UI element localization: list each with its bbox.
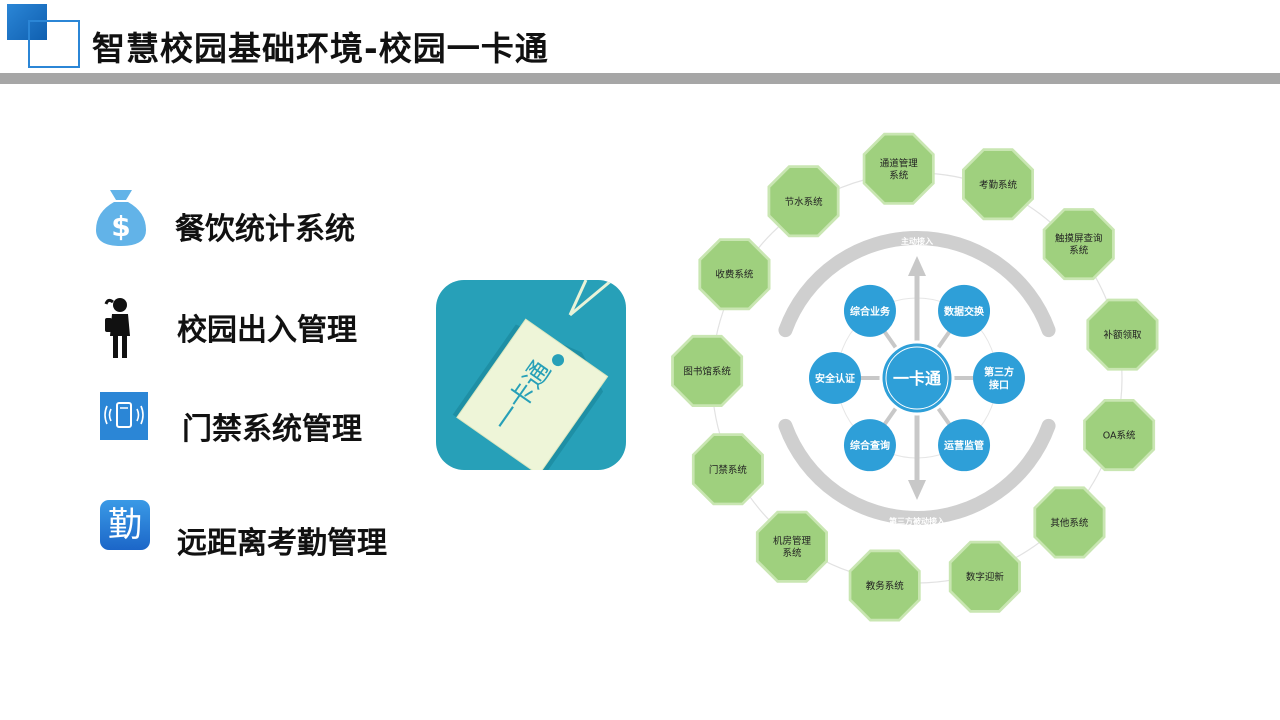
outer-node xyxy=(758,513,826,580)
center-node xyxy=(879,340,955,416)
door-access-icon xyxy=(100,392,148,444)
outer-node xyxy=(1045,210,1112,278)
money-bag-icon: $ xyxy=(92,184,150,254)
outer-node xyxy=(770,168,837,235)
inner-node-label: 数据交换 xyxy=(944,305,985,318)
inner-node xyxy=(843,419,896,472)
arrow-down-head xyxy=(908,480,926,500)
inner-node-label: 第三方 xyxy=(984,366,1014,379)
center-node-label: 一卡通 xyxy=(893,369,941,388)
outer-node xyxy=(851,552,918,619)
outer-node xyxy=(673,337,741,405)
outer-node-label: 系统 xyxy=(782,547,802,559)
page-title: 智慧校园基础环境-校园一卡通 xyxy=(92,29,549,68)
inner-node xyxy=(973,352,1025,404)
inner-node-label: 综合业务 xyxy=(850,305,891,318)
outer-node xyxy=(964,151,1032,218)
outer-node xyxy=(1089,301,1156,368)
inner-node xyxy=(938,284,991,337)
arc-label-bottom: 第三方被动接入 xyxy=(889,516,945,526)
student-icon xyxy=(100,296,140,366)
outer-node-label: 考勤系统 xyxy=(979,179,1018,191)
center-node-ring xyxy=(885,346,949,410)
inner-node xyxy=(843,284,896,337)
outer-node xyxy=(1085,401,1153,469)
attendance-icon-glyph: 勤 xyxy=(108,505,142,545)
arrow-up-head xyxy=(908,256,926,276)
outer-node xyxy=(1036,489,1103,556)
outer-node-label: 机房管理 xyxy=(773,535,812,547)
outer-node-label: 补额领取 xyxy=(1103,329,1142,341)
outer-node-label: 教务系统 xyxy=(866,580,905,592)
lower-arc xyxy=(778,418,1056,525)
title-underline-bar xyxy=(0,73,1280,84)
header-deco-square xyxy=(7,4,47,40)
outer-node-label: 节水系统 xyxy=(785,196,824,208)
outer-node xyxy=(701,241,768,308)
outer-node-label: 其他系统 xyxy=(1050,517,1089,529)
inner-node-label: 接口 xyxy=(989,379,1009,392)
header-deco-frame xyxy=(28,20,80,68)
card-tag-icon: 一卡通 xyxy=(436,280,626,470)
outer-node-label: 数字迎新 xyxy=(966,571,1005,583)
inner-node xyxy=(809,352,861,404)
outer-node-label: 触摸屏查询 xyxy=(1055,233,1103,245)
outer-node-label: 系统 xyxy=(1069,245,1089,257)
arc-label-top: 主动接入 xyxy=(901,236,933,246)
inner-node-label: 安全认证 xyxy=(815,372,855,385)
outer-node-label: 门禁系统 xyxy=(709,464,748,476)
svg-text:$: $ xyxy=(111,210,130,243)
attendance-icon: 勤 xyxy=(100,500,150,550)
feature-label-catering: 餐饮统计系统 xyxy=(175,212,355,247)
inner-node-label: 运营监管 xyxy=(944,439,984,452)
outer-node-label: 收费系统 xyxy=(715,269,754,281)
feature-label-campus-access: 校园出入管理 xyxy=(177,313,357,348)
feature-label-attendance: 远距离考勤管理 xyxy=(177,526,387,561)
outer-node xyxy=(865,135,932,203)
outer-node-label: 通道管理 xyxy=(880,157,919,169)
inner-node-label: 综合查询 xyxy=(850,439,890,452)
outer-node-label: OA系统 xyxy=(1103,430,1136,442)
outer-node-label: 系统 xyxy=(889,169,909,181)
outer-node xyxy=(951,543,1019,610)
inner-node xyxy=(938,419,991,472)
outer-node xyxy=(694,436,762,503)
feature-label-door-access: 门禁系统管理 xyxy=(182,412,362,447)
upper-arc xyxy=(778,231,1056,338)
outer-node-label: 图书馆系统 xyxy=(683,365,731,377)
